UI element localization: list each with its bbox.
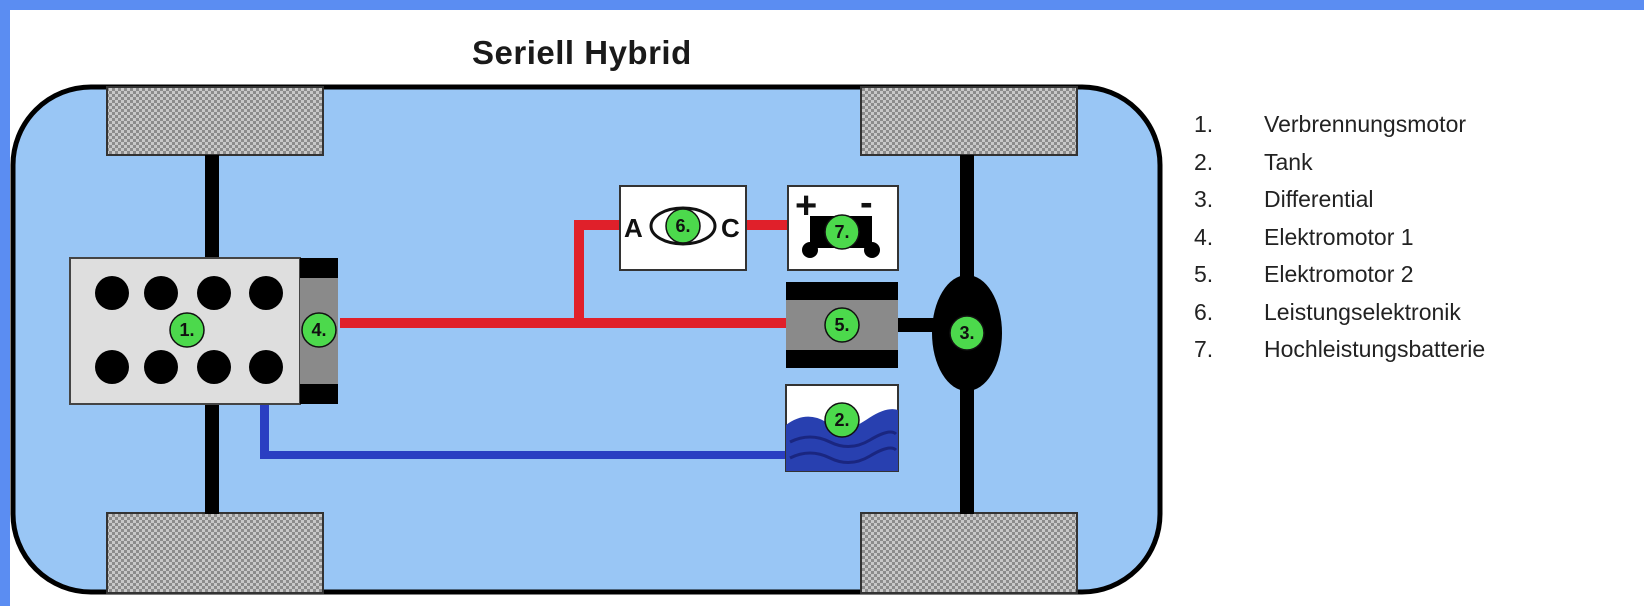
legend-item: 4. Elektromotor 1 [1194, 219, 1485, 257]
badge-electronics: 6. [665, 208, 701, 244]
badge-tank: 2. [824, 402, 860, 438]
legend-label: Verbrennungsmotor [1264, 111, 1467, 138]
fuel-tank [785, 384, 899, 472]
legend-label: Differential [1264, 186, 1374, 213]
axle-left-upper [205, 155, 219, 265]
legend-label: Elektromotor 2 [1264, 261, 1414, 288]
battery-minus-sign: - [860, 182, 873, 224]
svg-text:5.: 5. [834, 315, 849, 335]
legend-item: 1. Verbrennungsmotor [1194, 106, 1485, 144]
badge-differential: 3. [949, 315, 985, 351]
legend-item: 6. Leistungselektronik [1194, 294, 1485, 332]
electronics-label-right: C [721, 213, 740, 243]
wheel-front-right [860, 86, 1078, 156]
electronics-label-left: A [624, 213, 643, 243]
fuel-line-horizontal [260, 451, 786, 459]
legend-label: Hochleistungsbatterie [1264, 336, 1486, 363]
electric-line-main [340, 318, 786, 328]
badge-motor1: 4. [301, 312, 337, 348]
wheel-front-left [106, 86, 324, 156]
electric-line-riser [574, 220, 584, 328]
svg-text:1.: 1. [179, 320, 194, 340]
legend-number: 4. [1194, 223, 1214, 250]
battery-plus-sign: + [795, 185, 817, 227]
electric-line-to-electronics [574, 220, 620, 230]
wheel-rear-right [860, 512, 1078, 594]
legend-label: Tank [1264, 148, 1313, 175]
hybrid-drivetrain-diagram: A C + - 1. [10, 84, 1163, 595]
legend-item: 7. Hochleistungsbatterie [1194, 331, 1485, 369]
wheel-rear-left [106, 512, 324, 594]
legend-label: Leistungselektronik [1264, 298, 1461, 325]
legend-label: Elektromotor 1 [1264, 223, 1414, 250]
legend-item: 2. Tank [1194, 144, 1485, 182]
svg-text:7.: 7. [834, 222, 849, 242]
svg-text:6.: 6. [675, 216, 690, 236]
axle-left-lower [205, 402, 219, 514]
badge-engine: 1. [169, 312, 205, 348]
badge-battery: 7. [824, 214, 860, 250]
diagram-canvas: Seriell Hybrid [10, 10, 1644, 606]
badge-motor2: 5. [824, 307, 860, 343]
axle-right-upper [960, 155, 974, 280]
electric-line-to-battery [746, 220, 788, 230]
legend-number: 2. [1194, 148, 1214, 175]
fuel-line-vertical [260, 402, 269, 459]
legend-number: 1. [1194, 111, 1214, 138]
legend: 1. Verbrennungsmotor 2. Tank 3. Differentia… [1194, 106, 1485, 369]
legend-number: 3. [1194, 186, 1214, 213]
axle-right-lower [960, 388, 974, 514]
diagram-title: Seriell Hybrid [472, 34, 692, 71]
legend-item: 5. Elektromotor 2 [1194, 256, 1485, 294]
motor2-shaft [898, 318, 938, 332]
legend-number: 7. [1194, 336, 1214, 363]
legend-number: 6. [1194, 298, 1214, 325]
legend-item: 3. Differential [1194, 181, 1485, 219]
legend-number: 5. [1194, 261, 1214, 288]
svg-text:2.: 2. [834, 410, 849, 430]
svg-text:4.: 4. [311, 320, 326, 340]
svg-text:3.: 3. [959, 323, 974, 343]
